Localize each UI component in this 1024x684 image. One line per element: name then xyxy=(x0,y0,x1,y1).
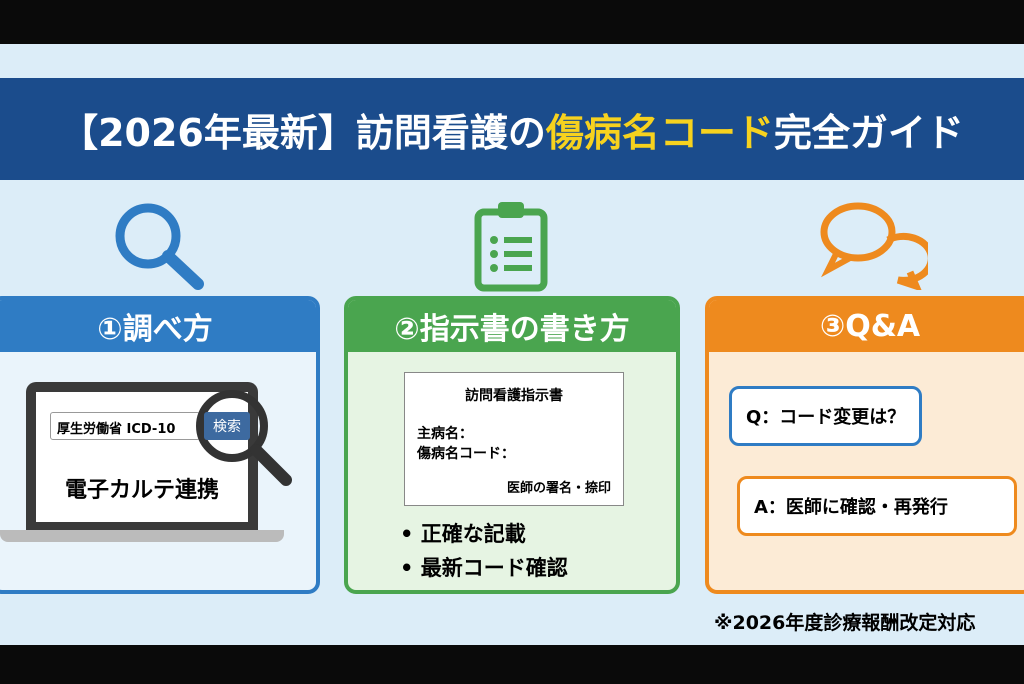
bullet-item: • 最新コード確認 xyxy=(400,556,568,580)
document-title: 訪問看護指示書 xyxy=(465,388,563,404)
bullet-item: • 正確な記載 xyxy=(400,522,526,546)
panel-heading: ②指示書の書き方 xyxy=(348,300,676,352)
title-suffix: 完全ガイド xyxy=(773,110,964,155)
laptop-base xyxy=(0,530,284,542)
instruction-document: 訪問看護指示書 主病名： 傷病名コード： 医師の署名・捺印 xyxy=(404,372,624,506)
title-highlight: 傷病名コード xyxy=(545,110,774,155)
panel-heading: ③Q&A xyxy=(709,300,1024,352)
clipboard-icon xyxy=(474,202,548,292)
bullet-text: 正確な記載 xyxy=(420,522,526,546)
magnifier-icon xyxy=(196,390,292,486)
magnifier-icon xyxy=(115,203,204,290)
signature-line: 医師の署名・捺印 xyxy=(506,481,611,496)
field-main-disease: 主病名： xyxy=(417,426,473,442)
field-disease-code: 傷病名コード： xyxy=(417,446,515,462)
panel-qa: ③Q&A Q：コード変更は？ A：医師に確認・再発行 xyxy=(705,296,1024,594)
chat-bubbles-icon xyxy=(820,202,928,290)
title-prefix: 【2026年最新】訪問看護の xyxy=(60,110,546,155)
panel-heading: ①調べ方 xyxy=(0,300,316,352)
revision-note: ※2026年度診療報酬改定対応 xyxy=(714,612,976,634)
search-input: 厚生労働省 ICD-10 xyxy=(50,412,200,440)
panel-how-to-search: ①調べ方 厚生労働省 ICD-10 検索 電子カルテ連携 xyxy=(0,296,320,594)
question-bubble: Q：コード変更は？ xyxy=(729,386,923,446)
panel-instruction-writing: ②指示書の書き方 訪問看護指示書 主病名： 傷病名コード： 医師の署名・捺印 •… xyxy=(344,296,680,594)
bullet-text: 最新コード確認 xyxy=(420,556,568,580)
bottom-letterbox xyxy=(0,645,1024,684)
emr-caption: 電子カルテ連携 xyxy=(64,478,219,503)
answer-bubble: A：医師に確認・再発行 xyxy=(737,476,1017,536)
search-button: 検索 xyxy=(204,412,250,440)
laptop-illustration: 厚生労働省 ICD-10 検索 電子カルテ連携 xyxy=(26,382,258,532)
top-letterbox xyxy=(0,0,1024,44)
page-title: 【2026年最新】訪問看護の傷病名コード完全ガイド xyxy=(0,78,1024,180)
